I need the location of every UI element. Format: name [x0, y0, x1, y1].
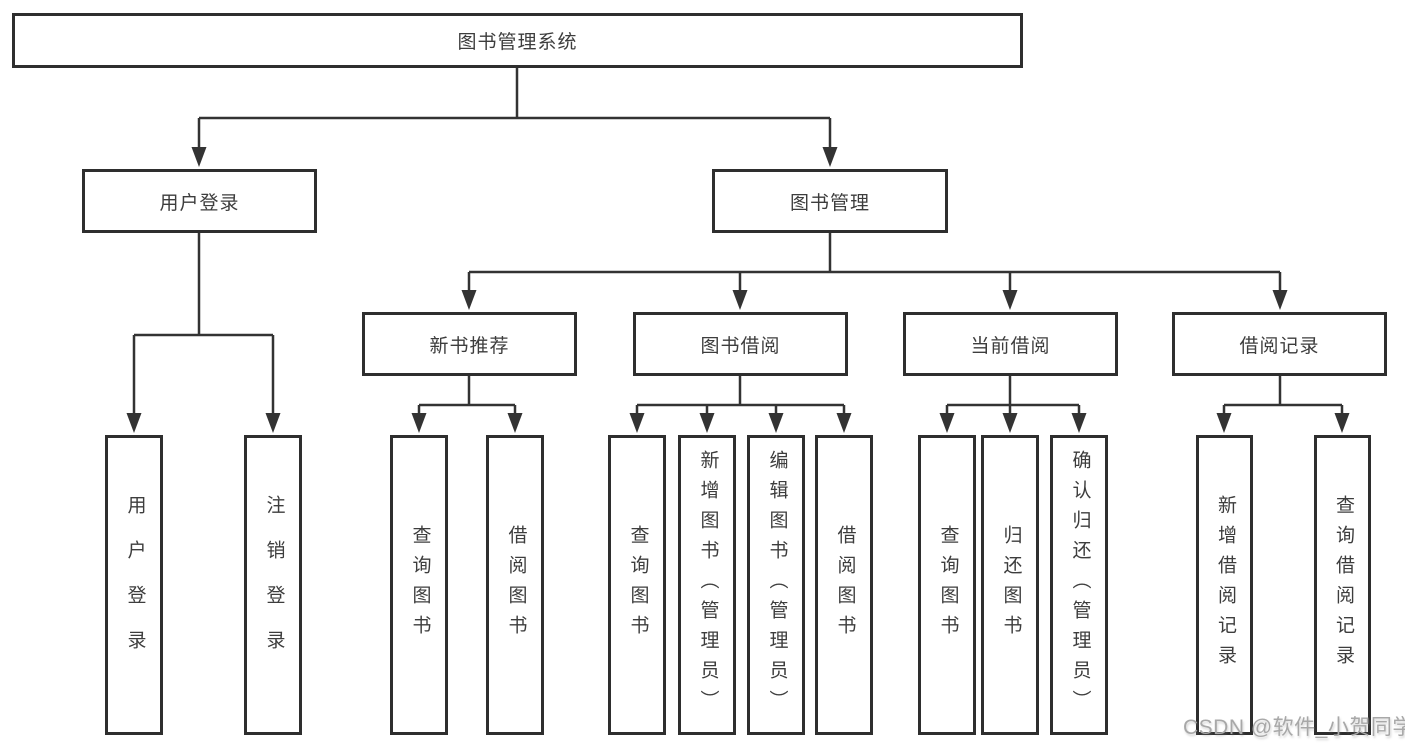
leaf-borrow-books-recommend: 借阅图书 — [486, 435, 544, 735]
leaf-logout: 注销登录 — [244, 435, 302, 735]
node-new-book-recommendation: 新书推荐 — [362, 312, 577, 376]
leaf-query-books-recommend: 查询图书 — [390, 435, 448, 735]
connector-book-borrow-children — [629, 376, 852, 433]
node-current-borrowing: 当前借阅 — [903, 312, 1118, 376]
connector-new-book-children — [411, 376, 523, 433]
leaf-query-books-borrow: 查询图书 — [608, 435, 666, 735]
node-book-management: 图书管理 — [712, 169, 948, 233]
connector-root-to-level2 — [191, 68, 838, 167]
leaf-edit-books-admin: 编辑图书（管理员） — [747, 435, 805, 735]
leaf-add-books-admin: 新增图书（管理员） — [678, 435, 736, 735]
leaf-return-books: 归还图书 — [981, 435, 1039, 735]
connector-book-management-children — [461, 232, 1288, 310]
csdn-watermark: CSDN @软件_小贺同学 — [1183, 716, 1405, 739]
connector-current-borrow-children — [939, 376, 1087, 433]
leaf-add-borrow-record: 新增借阅记录 — [1196, 435, 1253, 735]
node-borrowing-records: 借阅记录 — [1172, 312, 1387, 376]
connector-borrow-record-children — [1216, 376, 1350, 433]
leaf-confirm-return-admin: 确认归还（管理员） — [1050, 435, 1108, 735]
leaf-user-login: 用户登录 — [105, 435, 163, 735]
node-book-borrowing: 图书借阅 — [633, 312, 848, 376]
node-library-management-system: 图书管理系统 — [12, 13, 1023, 68]
node-user-login: 用户登录 — [82, 169, 317, 233]
connector-user-login-children — [126, 233, 281, 433]
leaf-query-borrow-record: 查询借阅记录 — [1314, 435, 1371, 735]
leaf-query-books-current: 查询图书 — [918, 435, 976, 735]
leaf-borrow-books: 借阅图书 — [815, 435, 873, 735]
